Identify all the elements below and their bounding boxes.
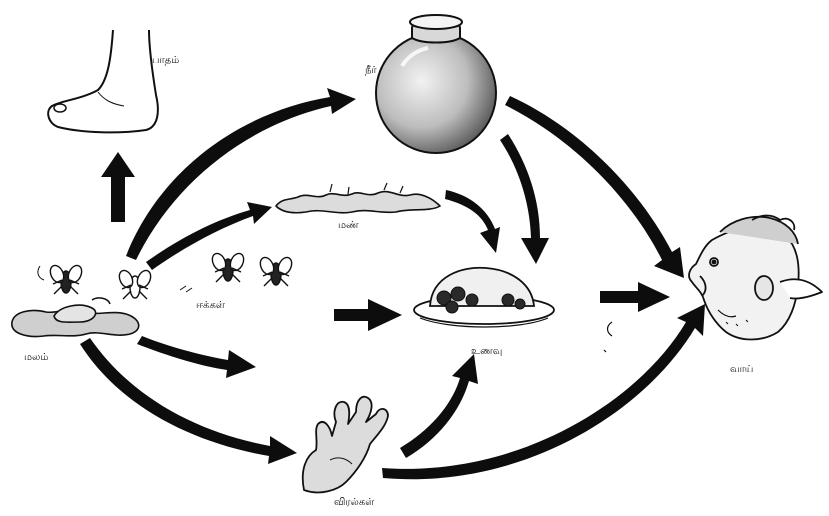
- arrow-fingers-to-mouth: [382, 304, 705, 480]
- arrow-faeces-to-foot: [101, 152, 135, 222]
- soil-label: மண்: [338, 220, 359, 231]
- fly-icon: [49, 264, 83, 295]
- fly-icon: [118, 269, 152, 300]
- arrow-faeces-to-soil: [146, 202, 272, 270]
- fly-icon: [259, 256, 293, 287]
- foot-label: பாதம்: [152, 55, 180, 66]
- water-label: நீர்: [365, 65, 377, 76]
- fly-group: [37, 252, 293, 300]
- stray-mark: [606, 321, 613, 337]
- arrow-faeces-to-water: [126, 88, 356, 260]
- fly-icon: [211, 252, 245, 283]
- arrow-soil-to-food: [445, 190, 500, 253]
- mouth-label: வாய்: [730, 364, 754, 375]
- arrow-flies-to-food: [334, 299, 402, 331]
- soil-icon: [275, 182, 441, 214]
- arrow-faeces-to-ground: [137, 336, 256, 378]
- faeces-label: மலம்: [24, 352, 49, 363]
- arrow-water-to-food: [500, 134, 549, 264]
- fingers-label: விரல்கள்: [334, 497, 375, 508]
- hand-icon: [301, 395, 389, 494]
- water-pot-icon: [375, 14, 497, 154]
- faeces-icon: [11, 297, 140, 338]
- flies-label: ஈக்கள்: [196, 300, 225, 311]
- arrow-faeces-to-fingers: [80, 338, 297, 464]
- fly-motion-lines: [37, 265, 193, 293]
- food-label: உணவு: [471, 346, 503, 357]
- foot-icon: [47, 29, 159, 134]
- arrow-food-to-mouth: [600, 282, 670, 312]
- person-face-icon: [688, 214, 823, 341]
- food-plate-icon: [413, 266, 555, 328]
- flow-arrows: [80, 88, 705, 480]
- arrow-fingers-to-food: [400, 354, 478, 458]
- stray-mark: [603, 349, 607, 353]
- arrow-water-to-mouth: [505, 96, 684, 278]
